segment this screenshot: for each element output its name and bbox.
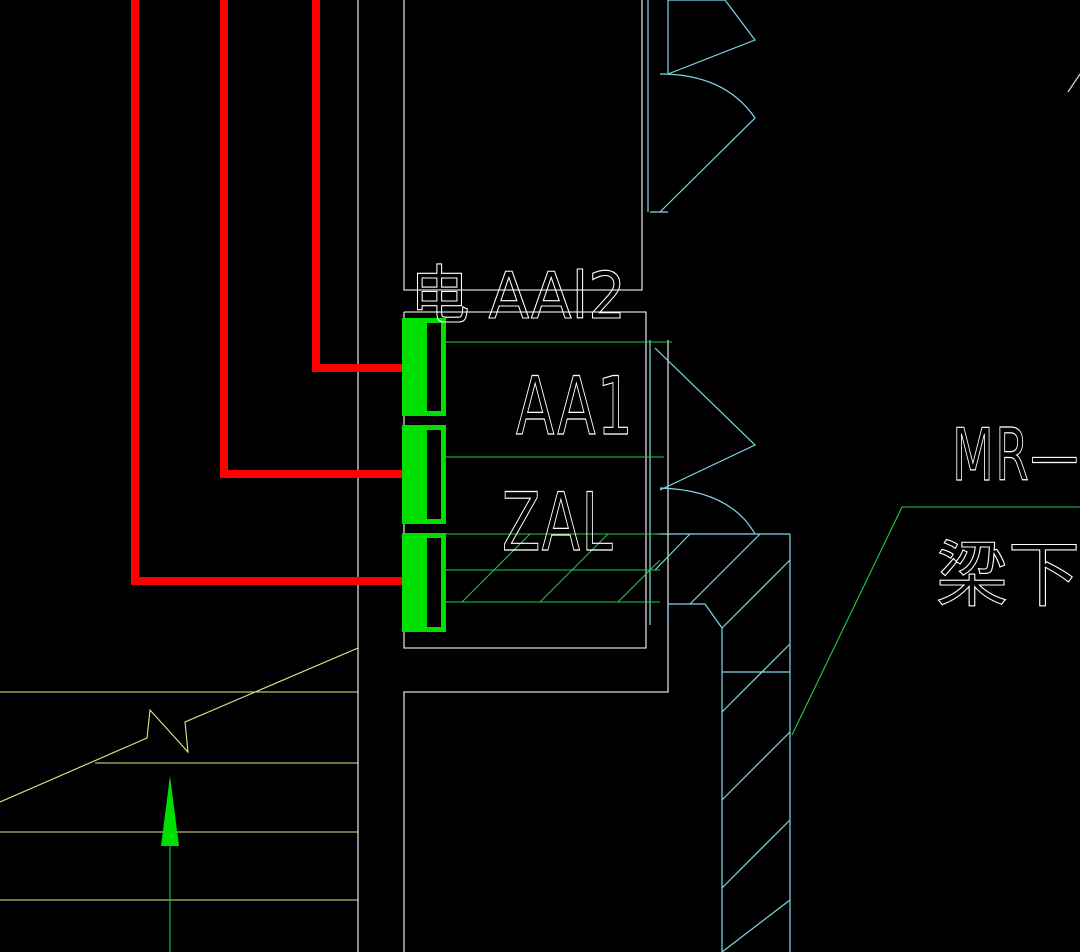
feeder-wire-1[interactable]	[312, 0, 404, 372]
label-note-mr[interactable]: MR—	[951, 412, 1080, 497]
terminal-block-aa1[interactable]	[402, 425, 446, 524]
label-panel-aa1[interactable]: AA1	[515, 359, 634, 453]
terminal-block-zal[interactable]	[402, 533, 446, 632]
label-note-beam[interactable]: 梁下	[935, 532, 1080, 617]
structure-cyan	[647, 0, 791, 952]
terminal-lead-lines	[446, 341, 672, 571]
note-leader-line	[791, 506, 1080, 736]
beam-hatch-green	[446, 533, 661, 603]
terminal-block-aa2[interactable]	[402, 318, 446, 416]
partial-stroke	[1067, 73, 1080, 93]
arrow-up-icon	[161, 776, 179, 952]
label-panel-aa2[interactable]: 电 AAl2	[409, 259, 626, 334]
feeder-wire-3[interactable]	[131, 0, 404, 585]
label-panel-zal[interactable]: ZAL	[501, 475, 614, 569]
slope-lines	[0, 647, 359, 901]
feeder-wire-2[interactable]	[220, 0, 404, 478]
